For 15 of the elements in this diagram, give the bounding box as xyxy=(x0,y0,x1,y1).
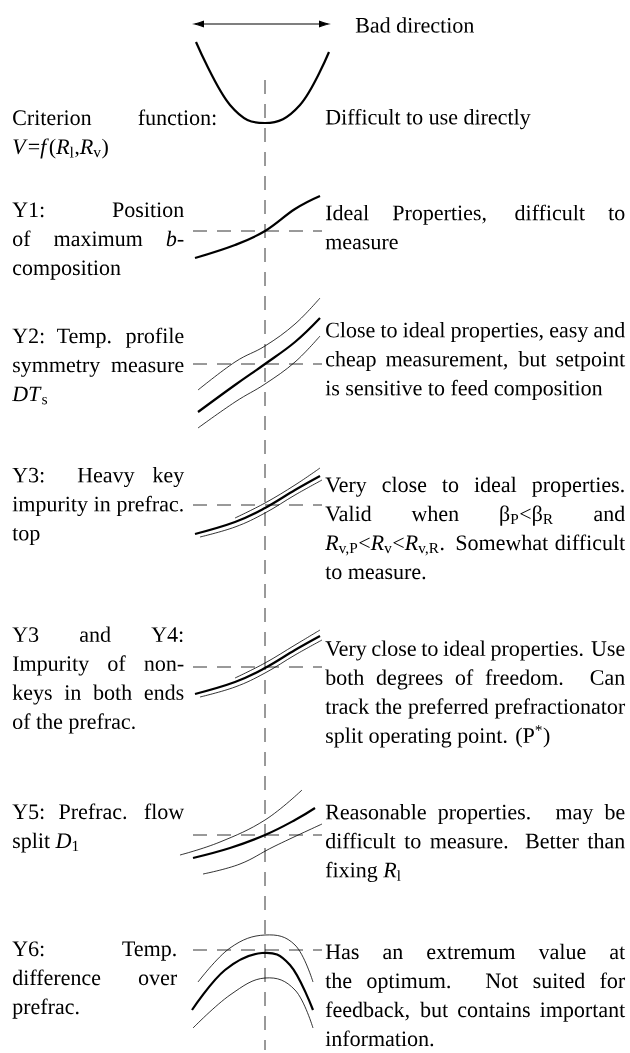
description-text: Very close to ideal properties. Use both degrees of freedom. Can track the preferred prefractionator split operating point. (P$^{*}$) xyxy=(325,640,626,748)
variable-label: Y2: Temp. profile symmetry measure DT$_{s}$ xyxy=(11,327,184,405)
description-text: Reasonable properties. may be difficult to measure. Better than fixing R$_{l}$ xyxy=(325,804,625,882)
variable-label: Y3 and Y4: Impurity of non-keys in both ends of the prefrac. xyxy=(12,626,184,734)
variable-label: Y5: Prefrac. flow split D$_{1}$ xyxy=(12,803,185,853)
variable-label: Criterion function: V=f(R$_{l}$,R$_{v}$) xyxy=(13,109,216,159)
description-text: Ideal Properties, difficult to measure xyxy=(325,204,625,250)
description-text: Has an extremum value at the optimum. Not suited for feedback, but contains important information. xyxy=(325,943,626,1047)
variable-label: Y3: Heavy key impurity in prefrac. top xyxy=(12,467,185,545)
variable-label: Y6: Temp. difference over prefrac. xyxy=(12,941,177,1019)
description-text: Close to ideal properties, easy and cheap measurement, but setpoint is sensitive to feed composition xyxy=(325,322,626,400)
description-text: Difficult to use directly xyxy=(325,108,531,130)
direction-label: Bad direction xyxy=(355,17,474,33)
variable-label: Y1: Position of maximum b-composition xyxy=(12,202,184,280)
description-text: Very close to ideal properties. Valid when β$_{P}$<β$_{R}$ and R$_{v,P}$<R$_{v}$<R$_{v,R}$. Somewhat difficult to measure. xyxy=(325,476,626,580)
